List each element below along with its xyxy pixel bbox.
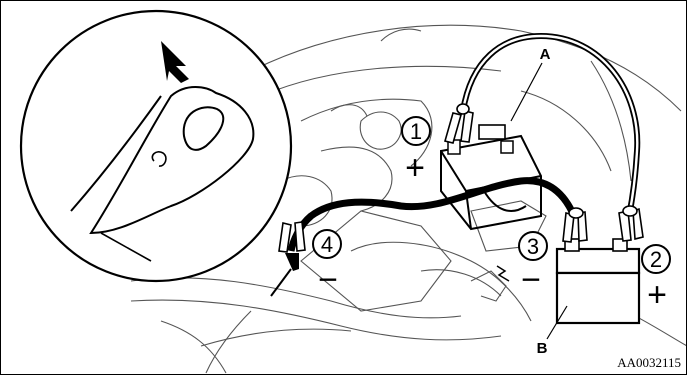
clamp-b-positive <box>619 206 643 241</box>
step-4-marker: 4 <box>313 230 341 258</box>
detail-callout <box>21 11 291 281</box>
plus-sign-b: + <box>647 276 667 314</box>
battery-a <box>441 125 541 229</box>
step-4-number: 4 <box>321 232 333 257</box>
clamp-b-negative <box>563 208 587 242</box>
step-2-number: 2 <box>650 247 662 272</box>
clamp-a-positive <box>445 104 473 143</box>
minus-sign-b: − <box>521 261 541 299</box>
step-2-marker: 2 <box>642 245 670 273</box>
step-3-number: 3 <box>527 234 539 259</box>
minus-sign-engine: − <box>318 261 338 299</box>
image-code: AA0032115 <box>617 355 681 370</box>
clamp-engine-ground <box>271 222 305 296</box>
battery-b <box>557 239 639 323</box>
plus-sign-a: + <box>405 149 425 187</box>
step-1-number: 1 <box>410 119 422 144</box>
label-battery-a: A <box>540 46 551 63</box>
label-battery-b: B <box>537 340 548 357</box>
step-3-marker: 3 <box>519 232 547 260</box>
step-1-marker: 1 <box>402 117 430 145</box>
